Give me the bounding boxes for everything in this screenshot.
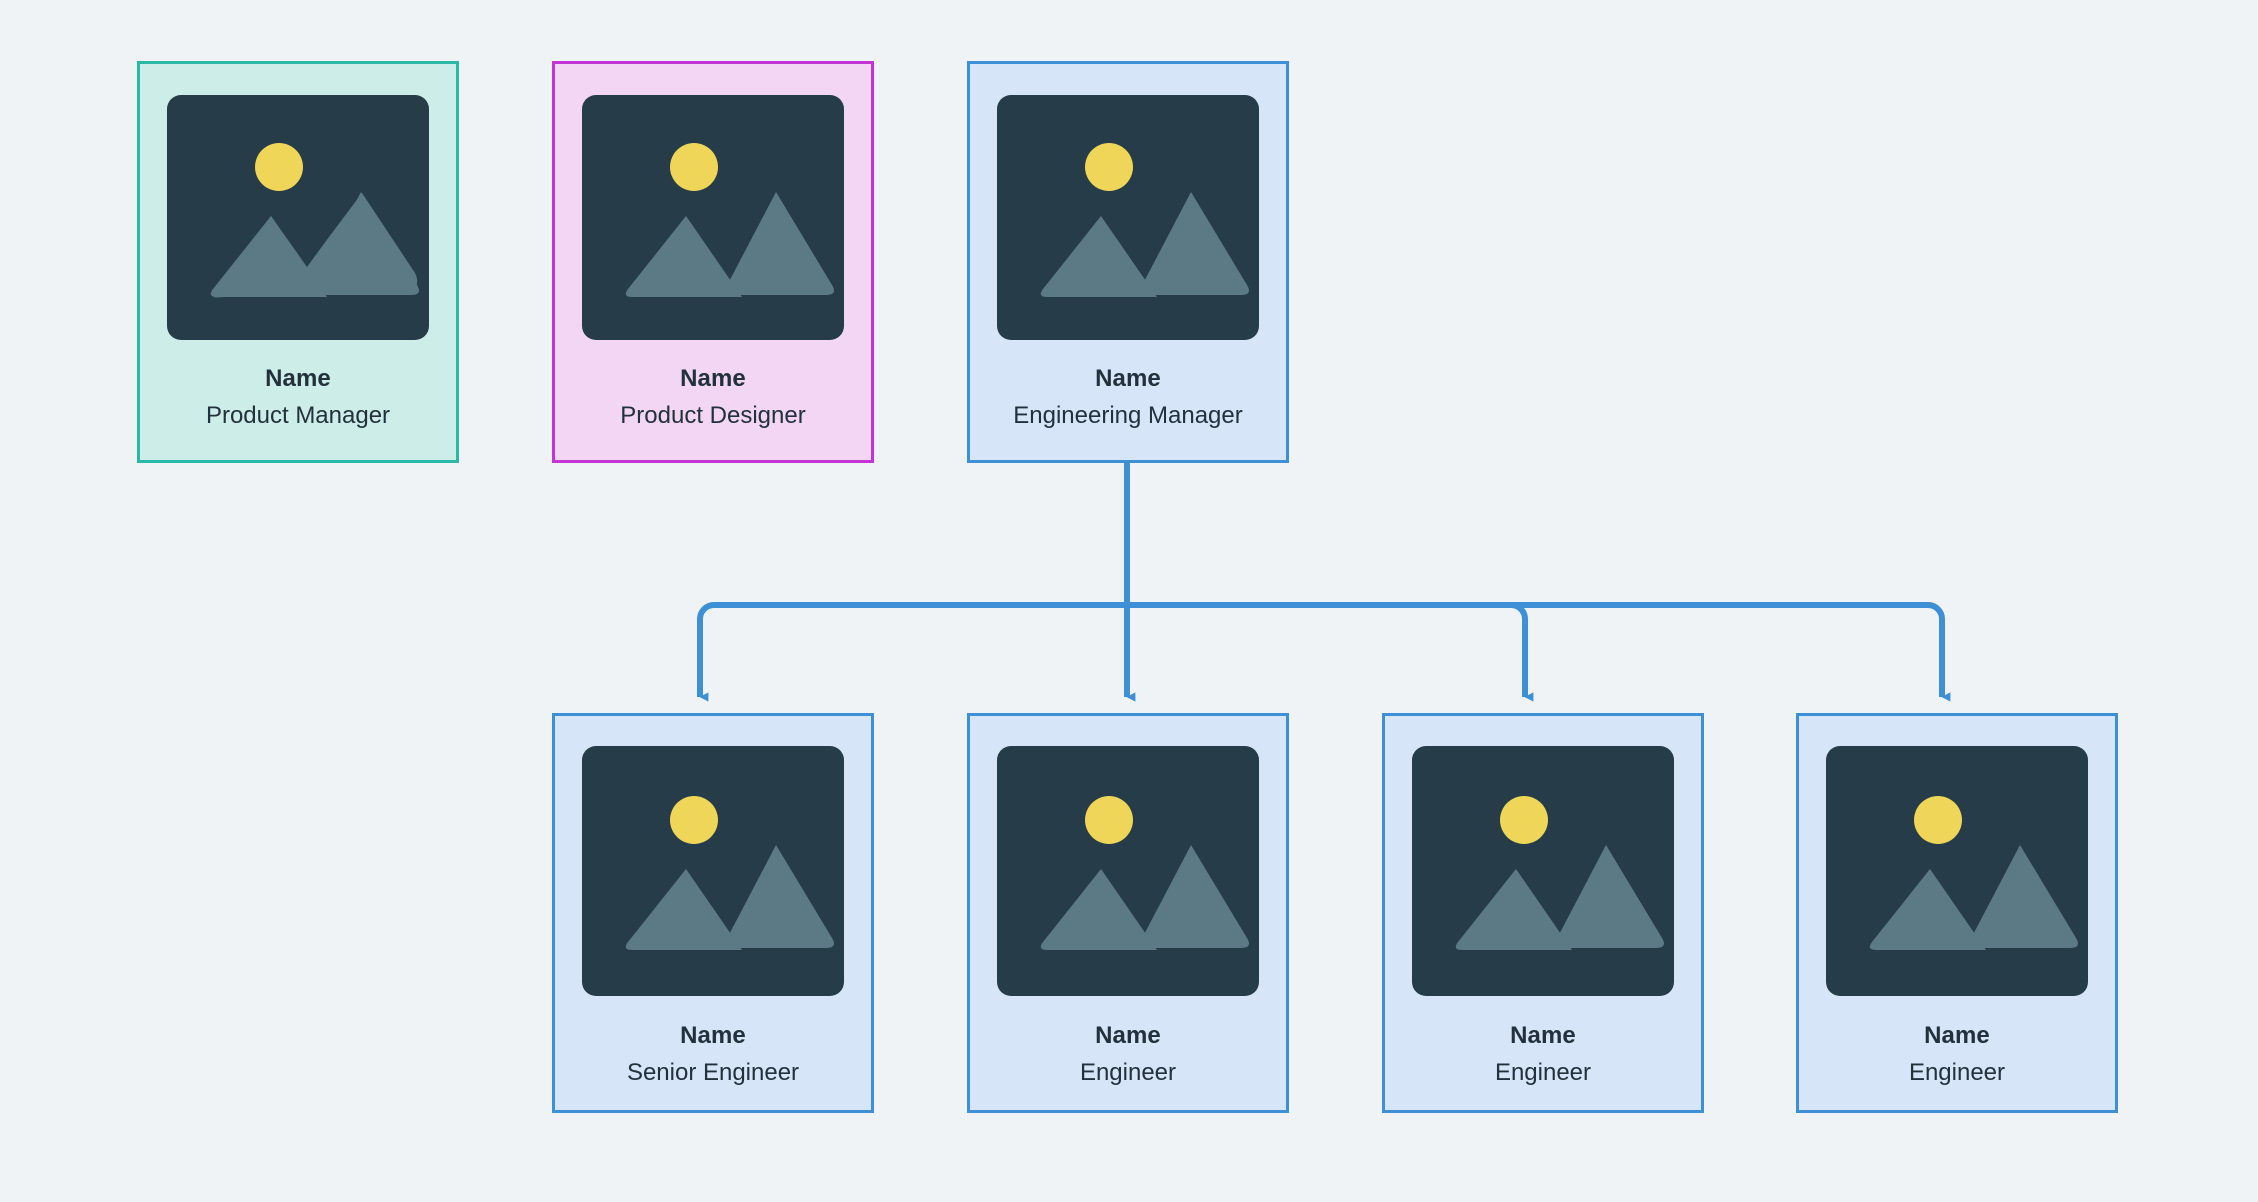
org-node-engineer-1[interactable]: Name Engineer: [967, 713, 1289, 1113]
org-node-text: Name Engineer: [1385, 996, 1701, 1087]
mountain-icon: [210, 192, 419, 298]
sun-icon: [1085, 796, 1133, 844]
org-node-name: Name: [1924, 1022, 1990, 1049]
org-node-role: Engineer: [1908, 1059, 2006, 1086]
sun-icon: [1085, 143, 1133, 191]
org-node-text: Name Engineer: [1799, 996, 2115, 1087]
org-node-role: Engineer: [1079, 1059, 1177, 1086]
org-node-role: Engineering Manager: [1013, 402, 1243, 429]
image-placeholder-icon: [582, 746, 844, 996]
org-node-name: Name: [680, 365, 746, 392]
org-node-role: Engineer: [1494, 1059, 1592, 1086]
image-placeholder-icon: [997, 746, 1259, 996]
org-node-product-designer[interactable]: Name Product Designer: [552, 61, 874, 463]
mountain-icon: [1455, 845, 1664, 950]
org-node-text: Name Product Manager: [140, 340, 456, 430]
edge-to-senior-engineer: [697, 602, 1127, 702]
org-node-product-manager[interactable]: Name Product Manager: [137, 61, 459, 463]
org-node-role: Product Manager: [205, 402, 391, 429]
org-node-name: Name: [1095, 1022, 1161, 1049]
org-node-role: Senior Engineer: [626, 1059, 800, 1086]
edge-to-engineer-3: [1127, 602, 1951, 702]
image-placeholder-icon: [582, 95, 844, 340]
mountain-icon: [1040, 192, 1249, 297]
sun-icon: [670, 143, 718, 191]
image-placeholder-icon: [1826, 746, 2088, 996]
org-node-text: Name Engineer: [970, 996, 1286, 1087]
edge-to-engineer-2: [1127, 602, 1534, 702]
org-node-text: Name Engineering Manager: [970, 340, 1286, 430]
org-node-text: Name Product Designer: [555, 340, 871, 430]
sun-icon: [1914, 796, 1962, 844]
image-placeholder-icon: [1412, 746, 1674, 996]
org-node-name: Name: [1510, 1022, 1576, 1049]
org-node-engineering-manager[interactable]: Name Engineering Manager: [967, 61, 1289, 463]
mountain-icon: [625, 845, 834, 950]
sun-icon: [1500, 796, 1548, 844]
mountain-icon: [1040, 845, 1249, 950]
sun-icon: [255, 143, 303, 191]
org-node-name: Name: [680, 1022, 746, 1049]
image-placeholder-icon: [167, 95, 429, 340]
org-node-senior-engineer[interactable]: Name Senior Engineer: [552, 713, 874, 1113]
mountain-icon: [1869, 845, 2078, 950]
org-node-name: Name: [1095, 365, 1161, 392]
org-node-engineer-3[interactable]: Name Engineer: [1796, 713, 2118, 1113]
org-node-name: Name: [265, 365, 331, 392]
org-node-text: Name Senior Engineer: [555, 996, 871, 1087]
image-placeholder-icon: [997, 95, 1259, 340]
mountain-icon: [625, 192, 834, 297]
sun-icon: [670, 796, 718, 844]
org-node-role: Product Designer: [620, 402, 806, 429]
org-node-engineer-2[interactable]: Name Engineer: [1382, 713, 1704, 1113]
